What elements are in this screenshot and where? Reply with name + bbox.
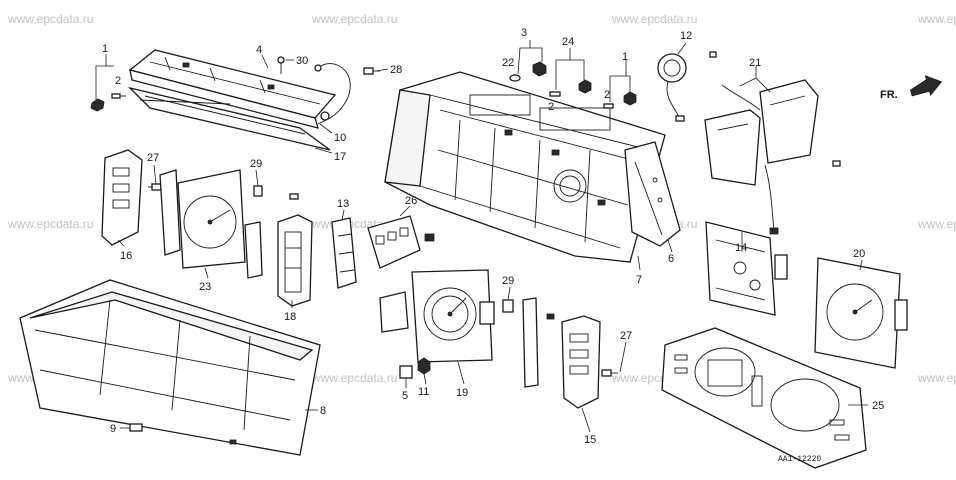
callout-29: 29 <box>250 158 262 170</box>
part-speedo-bracket <box>522 297 555 388</box>
part-12-buzzer <box>657 51 717 122</box>
callouts: 1 2 4 30 28 10 17 3 22 24 1 2 2 12 21 27… <box>102 27 884 446</box>
part-10-bulb-harness <box>314 63 351 125</box>
part-19-speedometer <box>379 269 495 363</box>
watermark: www.epcdata.ru <box>7 217 93 231</box>
callout-4: 4 <box>256 44 262 56</box>
front-direction-arrow: FR. <box>880 75 943 101</box>
watermark: www.epcdata.ru <box>917 371 956 385</box>
leader-lines <box>95 40 868 433</box>
callout-15: 15 <box>584 434 596 446</box>
callout-2: 2 <box>548 101 554 113</box>
bulb-29-left <box>253 185 263 197</box>
drawing-code: AA1-12220 <box>778 455 821 464</box>
callout-30: 30 <box>296 55 308 67</box>
part-18-fuel-gauge <box>277 214 313 307</box>
part-4-light-guide <box>128 49 337 129</box>
callout-19: 19 <box>456 387 468 399</box>
watermark: www.epcdata.ru <box>7 12 93 26</box>
callout-16: 16 <box>120 250 132 262</box>
part-25-instrument-panel <box>661 327 867 469</box>
screw-left-small <box>289 193 299 200</box>
callout-6: 6 <box>668 253 674 265</box>
direction-label: FR. <box>880 89 898 101</box>
callout-17: 17 <box>334 151 346 163</box>
callout-10: 10 <box>334 132 346 144</box>
screw-30 <box>277 56 285 74</box>
part-6-side-plate <box>624 141 681 247</box>
callout-8: 8 <box>320 405 326 417</box>
part-20-speedometer-face <box>814 257 908 369</box>
callout-29: 29 <box>502 275 514 287</box>
callout-27: 27 <box>147 152 159 164</box>
screw-27-right <box>601 369 618 377</box>
part-case-housing <box>384 71 666 263</box>
part-13-temp-gauge <box>331 217 357 289</box>
callout-20: 20 <box>853 248 865 260</box>
part-8-meter-visor <box>19 279 321 456</box>
part-17-lens-plate <box>127 86 331 151</box>
bulb-29-center <box>502 299 514 313</box>
part-21-circuit-harness <box>704 79 841 235</box>
callout-11: 11 <box>418 386 429 398</box>
callout-1: 1 <box>102 43 108 55</box>
callout-2: 2 <box>115 75 121 87</box>
callout-1: 1 <box>622 51 628 63</box>
callout-27: 27 <box>620 330 632 342</box>
watermark: www.epcdata.ru <box>311 12 397 26</box>
watermark: www.epcdata.ru <box>311 371 397 385</box>
watermark: www.epcdata.ru <box>611 12 697 26</box>
part-26-connector <box>367 215 435 269</box>
nut-3 <box>509 61 547 82</box>
part-14-printed-circuit <box>705 221 788 316</box>
callout-23: 23 <box>199 281 211 293</box>
callout-21: 21 <box>749 57 761 69</box>
callout-28: 28 <box>390 64 402 76</box>
callout-18: 18 <box>284 311 296 323</box>
screw-27-left <box>148 183 162 191</box>
part-15-indicator-panel <box>561 315 601 409</box>
callout-3: 3 <box>521 27 527 39</box>
callout-9: 9 <box>110 423 116 435</box>
callout-25: 25 <box>872 400 884 412</box>
callout-2: 2 <box>604 89 610 101</box>
nut-1-2-right <box>603 91 637 109</box>
callout-24: 24 <box>562 36 574 48</box>
nut-24 <box>549 79 592 97</box>
part-11-nut <box>417 357 431 375</box>
callout-14: 14 <box>735 242 747 254</box>
callout-13: 13 <box>337 198 349 210</box>
screw-1-2-left <box>90 93 126 112</box>
callout-22: 22 <box>502 57 514 69</box>
callout-5: 5 <box>402 390 408 402</box>
part-9-clip <box>129 423 143 432</box>
part-5-bulb <box>399 365 413 379</box>
watermark: www.epcdata.ru <box>917 12 956 26</box>
part-23-tachometer <box>159 169 263 279</box>
callout-12: 12 <box>680 30 692 42</box>
watermark: www.epcdata.ru <box>917 217 956 231</box>
callout-7: 7 <box>636 274 642 286</box>
callout-26: 26 <box>405 195 417 207</box>
part-16-indicator-panel <box>101 149 143 246</box>
